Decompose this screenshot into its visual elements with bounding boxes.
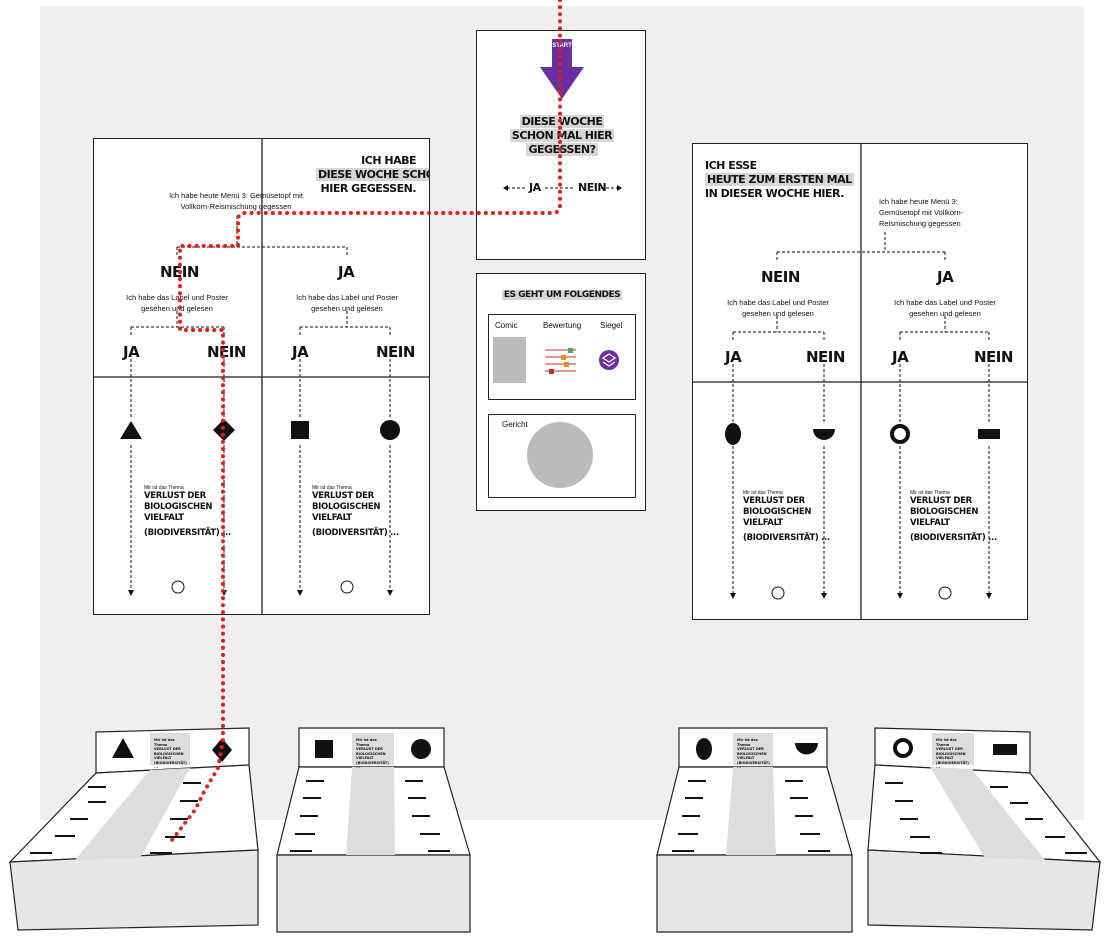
start-question: DIESE WOCHE SCHON MAL HIER GEGESSEN? xyxy=(477,115,645,157)
menu-text: Ich habe heute Menü 3: Gemüsetopf mit Vo… xyxy=(169,191,303,211)
topic-line-3: VIELFALT xyxy=(312,513,352,523)
left-yes-2: JA xyxy=(292,343,309,361)
poster-right-structure xyxy=(693,144,1027,619)
topic-line-4: (BIODIVERSITÄT) ... xyxy=(743,533,830,543)
header-line-3: HIER GEGESSEN. xyxy=(320,182,417,195)
left-yes-top: JA xyxy=(338,263,355,281)
right-no-top: NEIN xyxy=(761,268,800,286)
dish-placeholder xyxy=(527,422,593,488)
desk-1 xyxy=(8,727,259,931)
left-no-1: NEIN xyxy=(207,343,246,361)
poster-right: ICH ESSE HEUTE ZUM ERSTEN MAL IN DIESER … xyxy=(692,143,1028,620)
topic-line-4: (BIODIVERSITÄT) ... xyxy=(312,528,399,538)
topic-panel: ES GEHT UM FOLGENDES Comic Bewertung Sie… xyxy=(476,273,646,511)
desk-4-label: Mir ist das Thema VERLUST DER BIOLOGISCH… xyxy=(936,738,970,770)
topic-line-2: BIOLOGISCHEN xyxy=(312,502,381,512)
desk-3-label: Mir ist das Thema VERLUST DER BIOLOGISCH… xyxy=(737,738,771,770)
desk-1-title: VERLUST DER BIOLOGISCHEN VIELFALT (BIODI… xyxy=(154,747,187,769)
topic-panel-title: ES GEHT UM FOLGENDES xyxy=(501,290,623,300)
topic-sub: Mir ist das Thema xyxy=(144,485,184,491)
desk-3-title: VERLUST DER BIOLOGISCHEN VIELFALT (BIODI… xyxy=(737,747,770,769)
header-line-2: DIESE WOCHE SCHON xyxy=(316,168,429,181)
topic-line-1: VERLUST DER xyxy=(144,491,206,501)
left-topic-a: Mir ist das Thema VERLUST DER BIOLOGISCH… xyxy=(144,485,231,539)
desk-slot-marks xyxy=(30,780,1087,854)
topic-line-3: VIELFALT xyxy=(910,518,950,528)
triangle-icon xyxy=(120,421,142,439)
header-line-2: HEUTE ZUM ERSTEN MAL xyxy=(705,173,854,186)
topic-line-3: VIELFALT xyxy=(743,518,783,528)
bar-icon xyxy=(978,429,1000,439)
topic-line-4: (BIODIVERSITÄT) ... xyxy=(144,528,231,538)
left-no-2: NEIN xyxy=(376,343,415,361)
info-box-top xyxy=(488,314,636,400)
question-line-1: DIESE WOCHE xyxy=(519,115,605,128)
right-yes-1: JA xyxy=(725,348,742,366)
seal-label: Siegel xyxy=(600,321,623,330)
square-icon xyxy=(291,421,309,439)
desk-3 xyxy=(656,727,853,933)
start-arrow-icon xyxy=(540,39,584,99)
rating-label: Bewertung xyxy=(543,321,582,330)
right-topic-b: Mir ist das Thema VERLUST DER BIOLOGISCH… xyxy=(910,490,997,544)
topic-line-2: BIOLOGISCHEN xyxy=(743,507,812,517)
right-yes-2: JA xyxy=(892,348,909,366)
desk-1-sub: Mir ist das Thema xyxy=(154,738,175,747)
topic-line-2: BIOLOGISCHEN xyxy=(910,507,979,517)
start-no: NEIN xyxy=(578,181,607,194)
poster-left-header: ICH HABE DIESE WOCHE SCHON HIER GEGESSEN… xyxy=(316,154,429,196)
circle-icon xyxy=(380,420,400,440)
topic-line-1: VERLUST DER xyxy=(743,496,805,506)
comic-label: Comic xyxy=(495,321,518,330)
label-text-a: Ich habe das Label und Poster gesehen un… xyxy=(126,293,228,313)
topic-line-1: VERLUST DER xyxy=(312,491,374,501)
right-no-2: NEIN xyxy=(974,348,1013,366)
desk-1-label: Mir ist das Thema VERLUST DER BIOLOGISCH… xyxy=(154,738,188,770)
desk-2-sub: Mir ist das Thema xyxy=(356,738,377,747)
poster-left: ICH HABE DIESE WOCHE SCHON HIER GEGESSEN… xyxy=(93,138,430,615)
question-line-2: SCHON MAL HIER xyxy=(509,129,615,142)
right-no-1: NEIN xyxy=(806,348,845,366)
label-text-a: Ich habe das Label und Poster gesehen un… xyxy=(727,298,829,318)
desk-4-title: VERLUST DER BIOLOGISCHEN VIELFALT (BIODI… xyxy=(936,747,969,769)
label-text-b: Ich habe das Label und Poster gesehen un… xyxy=(296,293,398,313)
left-topic-b: Mir ist das Thema VERLUST DER BIOLOGISCH… xyxy=(312,485,399,539)
start-label: START xyxy=(552,43,572,49)
start-yes: JA xyxy=(529,181,541,194)
header-line-1: ICH ESSE xyxy=(705,159,757,172)
menu-text: Ich habe heute Menü 3: Gemüsetopf mit Vo… xyxy=(879,197,964,228)
question-line-3: GEGESSEN? xyxy=(526,143,598,156)
topic-line-1: VERLUST DER xyxy=(910,496,972,506)
right-topic-a: Mir ist das Thema VERLUST DER BIOLOGISCH… xyxy=(743,490,830,544)
seal-icon xyxy=(599,350,619,370)
rating-sliders-icon xyxy=(545,348,576,374)
desk-4-sub: Mir ist das Thema xyxy=(936,738,957,747)
desk-2-title: VERLUST DER BIOLOGISCHEN VIELFALT (BIODI… xyxy=(356,747,389,769)
dish-label: Gericht xyxy=(502,420,528,429)
info-box-bottom xyxy=(488,414,636,498)
half-circle-icon xyxy=(813,429,835,440)
label-text-b: Ich habe das Label und Poster gesehen un… xyxy=(894,298,996,318)
topic-sub: Mir ist das Thema xyxy=(312,485,352,491)
start-panel: START DIESE WOCHE SCHON MAL HIER GEGESSE… xyxy=(476,30,646,260)
topic-line-3: VIELFALT xyxy=(144,513,184,523)
topic-sub: Mir ist das Thema xyxy=(910,490,950,496)
left-yes-1: JA xyxy=(123,343,140,361)
topic-line-4: (BIODIVERSITÄT) ... xyxy=(910,533,997,543)
comic-placeholder xyxy=(493,337,526,383)
ellipse-icon xyxy=(725,423,741,445)
start-branch-arrows xyxy=(503,185,622,191)
right-yes-top: JA xyxy=(937,268,954,286)
desk-2-label: Mir ist das Thema VERLUST DER BIOLOGISCH… xyxy=(356,738,390,770)
header-line-3: IN DIESER WOCHE HIER. xyxy=(705,187,844,200)
header-line-1: ICH HABE xyxy=(361,154,416,167)
poster-right-header: ICH ESSE HEUTE ZUM ERSTEN MAL IN DIESER … xyxy=(705,159,854,201)
desk-3-sub: Mir ist das Thema xyxy=(737,738,758,747)
topic-line-2: BIOLOGISCHEN xyxy=(144,502,213,512)
topic-sub: Mir ist das Thema xyxy=(743,490,783,496)
ring-icon xyxy=(890,424,910,444)
